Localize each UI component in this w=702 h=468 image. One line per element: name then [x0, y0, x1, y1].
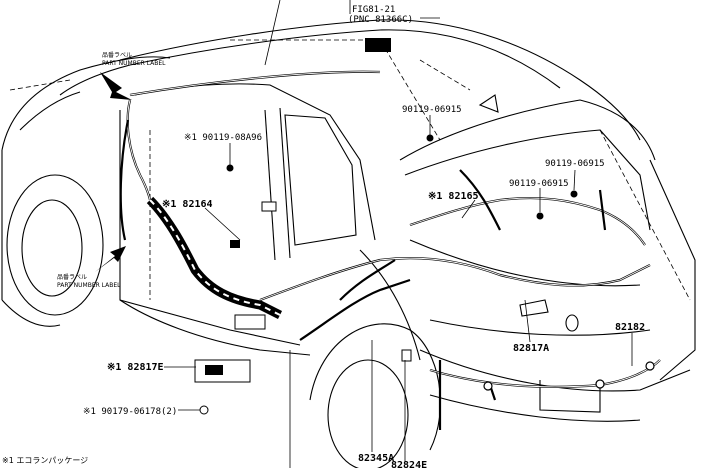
part-number-label-jp: 品番ラベル [102, 52, 132, 59]
callout-90119-06915-b: 90119-06915 [545, 159, 605, 169]
callout-labels: FIG81-21 (PNC 81366C) 品番ラベル PART NUMBER … [2, 5, 645, 468]
footnote: ※1 エコランパッケージ [2, 456, 88, 465]
callout-90119-06915-a: 90119-06915 [402, 105, 462, 115]
callout-82165: ※1 82165 [428, 191, 479, 202]
part-number-label-en: PART NUMBER LABEL [57, 282, 121, 289]
callout-82817e: ※1 82817E [107, 362, 164, 373]
callout-90119-06915-c: 90119-06915 [509, 179, 569, 189]
bolt-icon [536, 212, 544, 220]
wiring-harness [119, 38, 661, 430]
leader-lines [164, 0, 633, 468]
callout-90119-08a96: ※1 90119-08A96 [184, 133, 262, 143]
callout-82824e: 82824E [391, 460, 427, 468]
callout-82345a: 82345A [358, 453, 394, 464]
callout-82817a: 82817A [513, 343, 549, 354]
arrow-icon [95, 246, 126, 272]
part-label-arrows [95, 72, 132, 272]
pnc-ref-label: (PNC 81366C) [348, 15, 413, 25]
part-number-label-en: PART NUMBER LABEL [102, 60, 166, 67]
arrow-icon [100, 72, 132, 100]
fig-ref-label: FIG81-21 [352, 5, 395, 15]
hidden-lines [9, 39, 691, 301]
callout-82182: 82182 [615, 322, 645, 333]
ecu-module [365, 38, 391, 52]
bolt-icon [570, 190, 578, 198]
car-body-outline [1, 19, 696, 468]
bolt-icon [226, 164, 234, 172]
bolt-icon [426, 134, 434, 142]
callout-82164: ※1 82164 [162, 199, 213, 210]
callout-90179-06178: ※1 90179-06178(2) [83, 407, 177, 417]
bolt-icon [199, 405, 209, 415]
part-number-label-jp: 品番ラベル [57, 274, 87, 281]
